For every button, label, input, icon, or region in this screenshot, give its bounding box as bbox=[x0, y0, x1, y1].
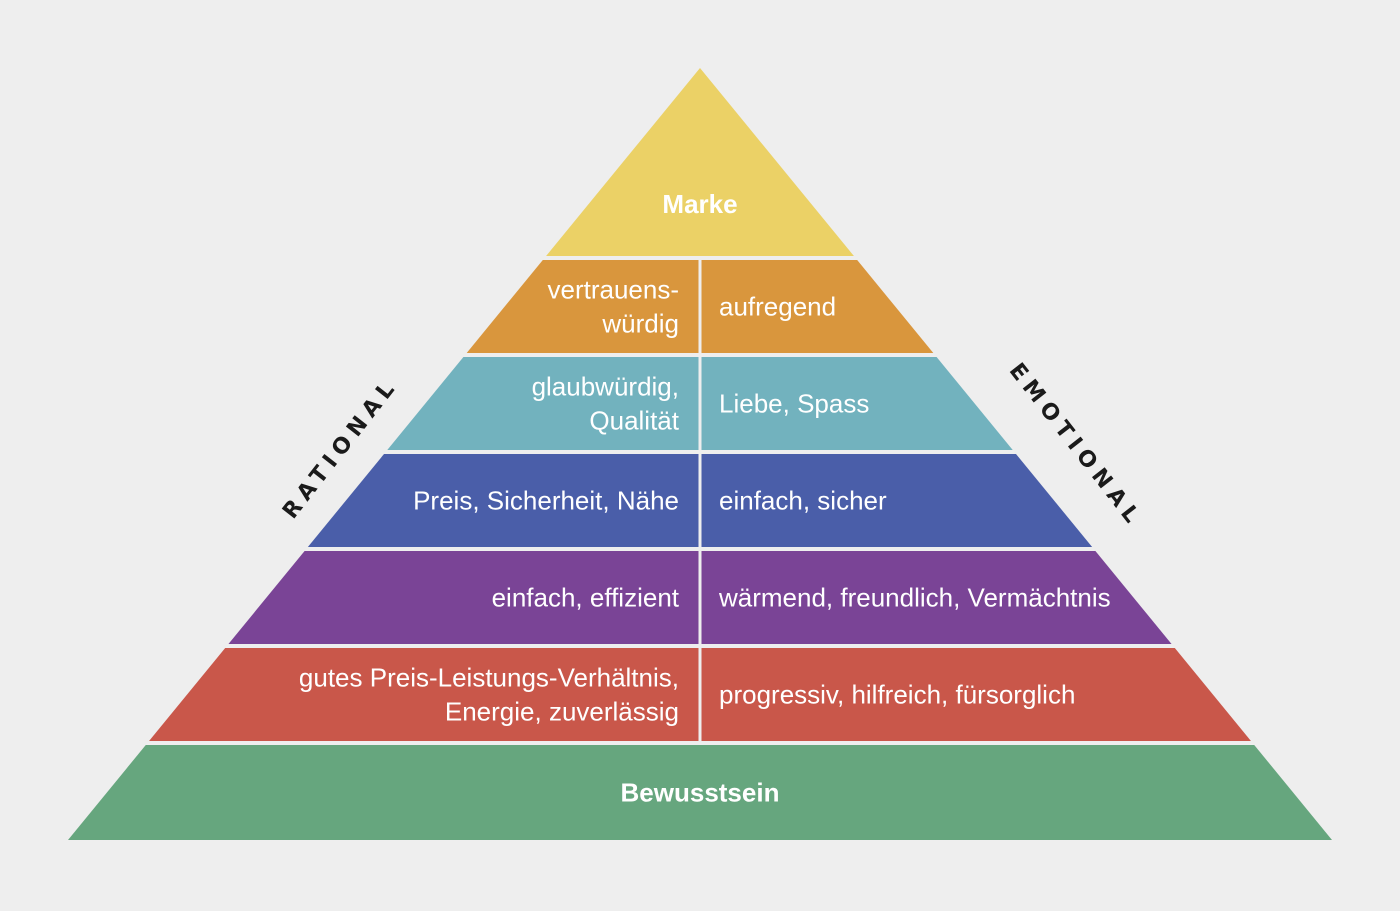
tier-1-emotional-text: aufregend bbox=[719, 292, 836, 322]
tier-2-rational-text: Qualität bbox=[589, 406, 679, 436]
pyramid-top-label: Marke bbox=[662, 189, 737, 219]
tier-2-emotional-text: Liebe, Spass bbox=[719, 389, 869, 419]
tier-5-emotional-text: progressiv, hilfreich, fürsorglich bbox=[719, 680, 1075, 710]
tier-4-emotional-text: wärmend, freundlich, Vermächtnis bbox=[718, 583, 1111, 613]
tier-1-rational-text: würdig bbox=[601, 309, 679, 339]
tier-3-emotional-text: einfach, sicher bbox=[719, 486, 887, 516]
tier-2-rational-text: glaubwürdig, bbox=[532, 372, 679, 402]
tier-divider bbox=[698, 260, 702, 353]
tier-1-rational-text: vertrauens- bbox=[548, 275, 680, 305]
pyramid-bottom-segment bbox=[68, 745, 1332, 840]
pyramid-top-segment bbox=[546, 68, 854, 256]
pyramid-bottom-label: Bewusstsein bbox=[621, 778, 780, 808]
tier-4-rational-text: einfach, effizient bbox=[492, 583, 680, 613]
tier-5-rational-text: Energie, zuverlässig bbox=[445, 697, 679, 727]
tier-divider bbox=[698, 551, 702, 644]
tier-divider bbox=[698, 454, 702, 547]
tier-divider bbox=[698, 648, 702, 741]
tier-3-rational-text: Preis, Sicherheit, Nähe bbox=[413, 486, 679, 516]
tier-divider bbox=[698, 357, 702, 450]
tier-5-rational-text: gutes Preis-Leistungs-Verhältnis, bbox=[299, 663, 679, 693]
